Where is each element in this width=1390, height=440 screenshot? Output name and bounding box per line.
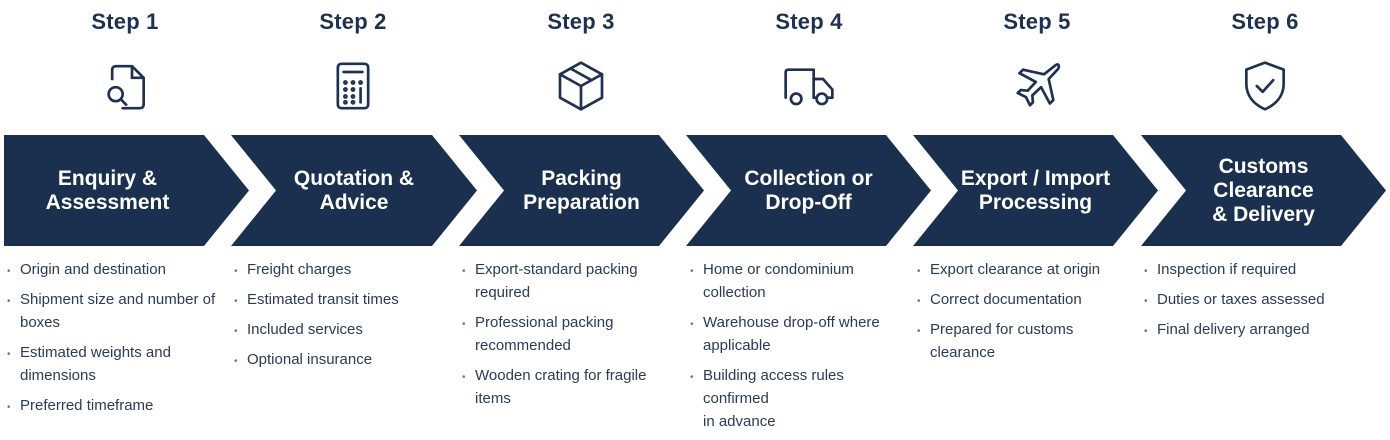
box-icon <box>558 61 604 111</box>
step-3: Step 3 <box>456 0 686 437</box>
bullet-item: Prepared for customs clearance <box>917 318 1100 364</box>
chevron-label: Customs Clearance & Delivery <box>1212 154 1315 226</box>
shield-check-icon <box>1244 61 1286 111</box>
bullet-item: Shipment size and number of boxes <box>7 288 229 334</box>
step-4: Step 4 <box>684 0 914 437</box>
bullet-list-step-2: Freight charges Estimated transit times … <box>234 258 456 378</box>
bullet-item: Home or condominium collection <box>690 258 883 304</box>
chevron-label: Packing Preparation <box>523 166 640 214</box>
truck-icon <box>784 68 834 106</box>
step-icon-slot <box>694 58 924 114</box>
bullet-item: Included services <box>234 318 456 343</box>
bullet-item: Duties or taxes assessed <box>1144 288 1364 313</box>
step-title: Step 3 <box>547 9 615 34</box>
step-icon-slot <box>466 58 696 114</box>
step-icon-slot <box>238 58 468 114</box>
bullet-item: Export clearance at origin <box>917 258 1127 283</box>
bullet-item: Origin and destination <box>7 258 229 283</box>
bullet-item: Wooden crating for fragile items <box>462 364 665 410</box>
chevron-step-5: Export / Import Processing <box>913 135 1158 246</box>
step-title: Step 1 <box>91 9 159 34</box>
step-title: Step 5 <box>1003 9 1071 34</box>
chevron-step-1: Enquiry & Assessment <box>4 135 249 246</box>
calculator-icon <box>336 62 370 110</box>
step-title: Step 4 <box>775 9 843 34</box>
bullet-item: Correct documentation <box>917 288 1127 313</box>
step-5: Step 5 <box>912 0 1142 437</box>
bullet-list-step-5: Export clearance at origin Correct docum… <box>917 258 1127 371</box>
bullet-item: Building access rules confirmed in advan… <box>690 364 863 433</box>
chevron-label: Export / Import Processing <box>960 166 1111 214</box>
bullet-item: Professional packing recommended <box>462 311 635 357</box>
step-icon-slot <box>922 58 1152 114</box>
document-search-icon <box>107 64 146 110</box>
bullet-item: Preferred timeframe <box>7 394 229 419</box>
bullet-list-step-6: Inspection if required Duties or taxes a… <box>1144 258 1364 348</box>
airplane-icon <box>1016 63 1061 107</box>
bullet-item: Inspection if required <box>1144 258 1364 283</box>
chevron-label: Collection or Drop-Off <box>744 166 873 214</box>
step-1: Step 1 <box>0 0 230 437</box>
step-2: Step 2 <box>228 0 458 437</box>
bullet-list-step-3: Export-standard packing required Profess… <box>462 258 662 417</box>
chevron-label: Enquiry & Assessment <box>45 166 170 214</box>
bullet-item: Estimated weights and dimensions <box>7 341 190 387</box>
bullet-item: Export-standard packing required <box>462 258 655 304</box>
bullet-list-step-1: Origin and destination Shipment size and… <box>7 258 229 424</box>
bullet-item: Warehouse drop-off where applicable <box>690 311 903 357</box>
step-title: Step 2 <box>319 9 387 34</box>
step-title: Step 6 <box>1231 9 1299 34</box>
bullet-item: Freight charges <box>234 258 456 283</box>
bullet-item: Optional insurance <box>234 348 456 373</box>
chevron-label: Quotation & Advice <box>293 166 415 214</box>
bullet-item: Final delivery arranged <box>1144 318 1364 343</box>
step-icon-slot <box>1150 58 1380 114</box>
step-6: Step 6 <box>1140 0 1370 437</box>
bullet-list-step-4: Home or condominium collection Warehouse… <box>690 258 900 440</box>
step-icon-slot <box>10 58 240 114</box>
bullet-item: Estimated transit times <box>234 288 456 313</box>
